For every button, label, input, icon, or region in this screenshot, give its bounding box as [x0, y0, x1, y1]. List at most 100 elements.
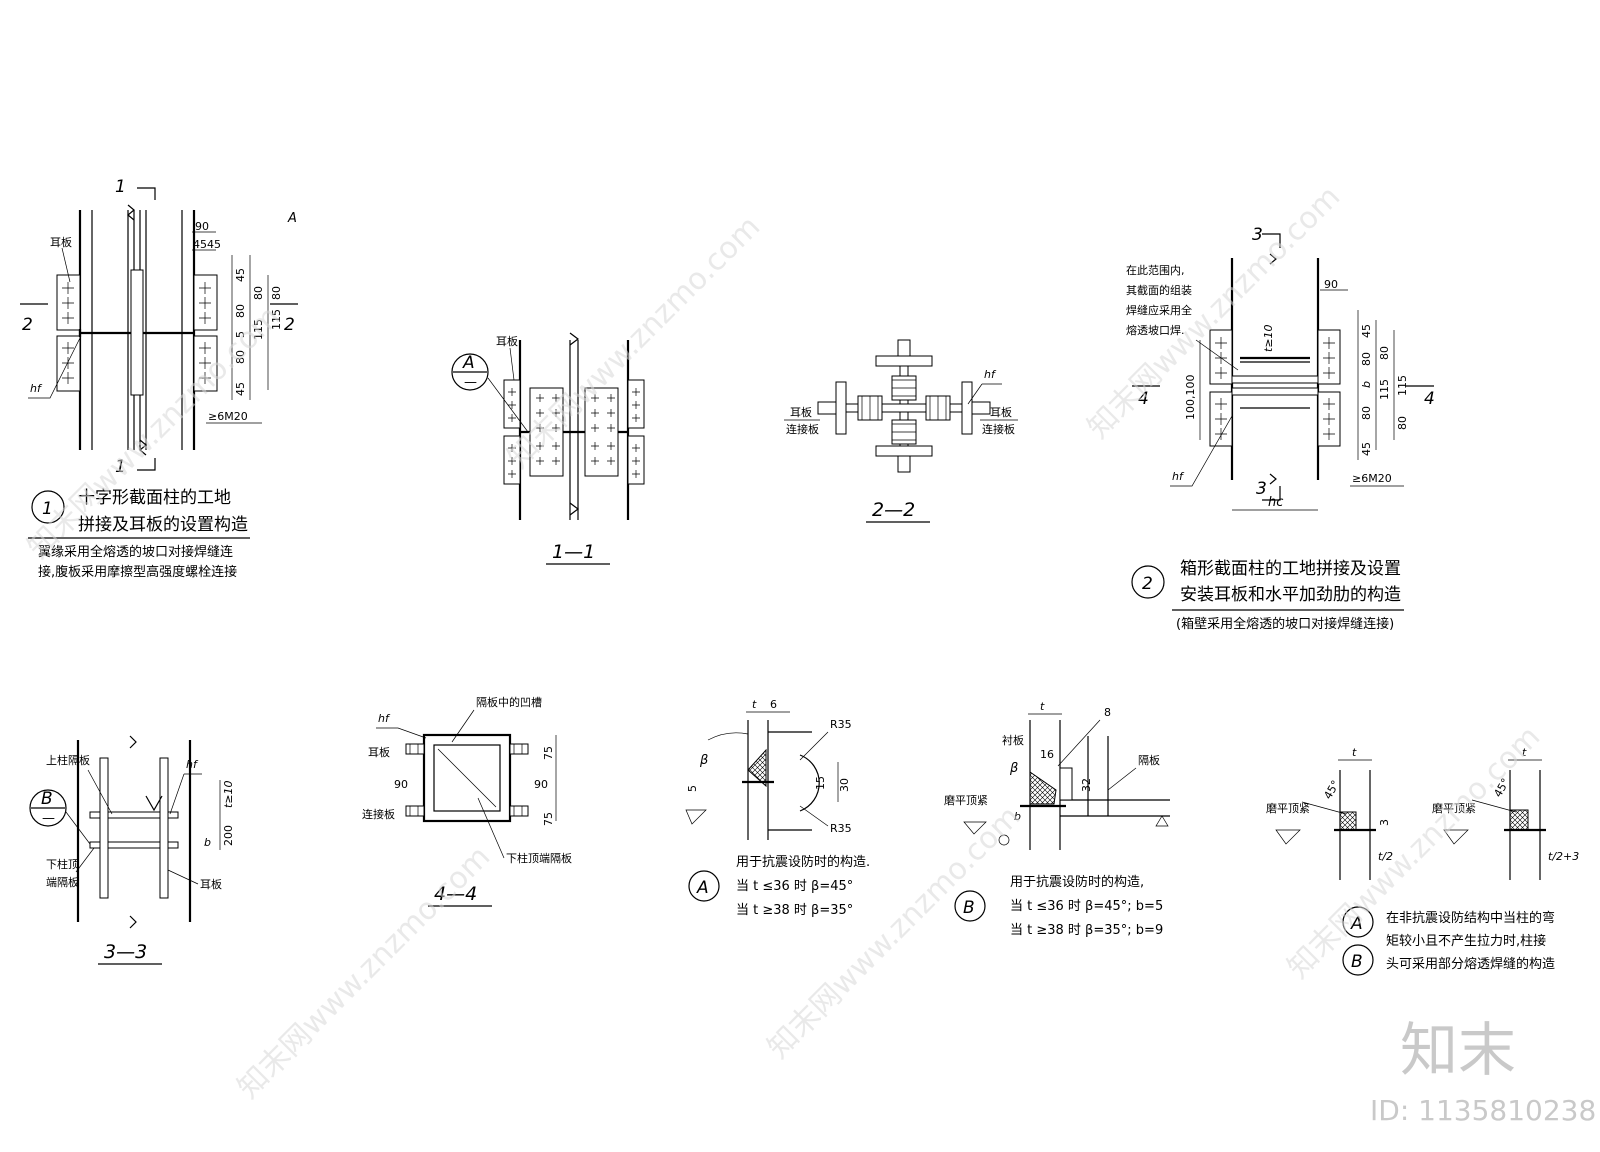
detail-a-dim-t: t: [752, 698, 757, 711]
watermark-text-4: 知末网www.znzmo.com: [231, 839, 497, 1105]
dim-r-45b: 45: [234, 382, 247, 396]
detail-a-line3: 当 t ≥38 时 β=35°: [736, 903, 853, 918]
detail-b-dim-16: 16: [1040, 748, 1054, 761]
detail-1-ear-plate-label: 耳板: [50, 235, 72, 249]
detail-a-r-bottom: R35: [830, 822, 852, 835]
detail-4-4-ear-plate: 耳板: [368, 745, 390, 759]
detail-4-4-section: hf 隔板中的凹槽 耳板 90 90 连接板 75 75 下柱顶端隔板 4—4: [362, 695, 572, 907]
detail-ab-depth-right: t/2+3: [1548, 850, 1579, 863]
watermark-id: ID: 1135810238: [1370, 1094, 1596, 1127]
detail-1-cut-label-top: 1: [115, 177, 126, 197]
detail-a-r-top: R35: [830, 718, 852, 731]
detail-ab-t-right: t: [1522, 746, 1527, 759]
detail-2-2-label: 2—2: [872, 499, 915, 521]
detail-b-circle: B: [963, 898, 975, 918]
detail-1-cut-marks: 1 1 2 2 A: [20, 177, 298, 477]
detail-2-cut-top: 3: [1252, 225, 1263, 245]
detail-ab-grind-left: 磨平顶紧: [1266, 802, 1310, 815]
dim-r3-115: 115: [270, 309, 283, 330]
detail-1-cut-label-right: 2: [284, 315, 295, 335]
detail-1-weld-hf: hf: [30, 382, 43, 395]
detail-2-dim-r-45b: 45: [1360, 442, 1373, 456]
detail-4-4-dim-90-right: 90: [534, 778, 548, 791]
detail-2-range-note: 在此范围内, 其截面的组装 焊缝应采用全 熔透坡口焊.: [1126, 263, 1239, 371]
detail-b-weld: t 8 衬板 16 隔板 磨平顶紧 β 32 b B 用于抗震设防时的构造, 当…: [944, 700, 1170, 938]
detail-ab-circle-b: B: [1351, 952, 1363, 972]
detail-a-dim-5: 5: [686, 785, 699, 792]
detail-ab-grind-right: 磨平顶紧: [1432, 802, 1476, 815]
detail-2-note-3: 焊缝应采用全: [1126, 303, 1192, 317]
detail-1-ear-plates: [56, 274, 218, 392]
detail-1-note-line2: 接,腹板采用摩擦型高强度螺栓连接: [38, 564, 237, 580]
detail-b-line2: 当 t ≤36 时 β=45°; b=5: [1010, 899, 1163, 914]
dim-r-5: 5: [234, 331, 247, 338]
detail-2-dim-r3-80: 80: [1396, 416, 1409, 430]
detail-2-cut-bottom: 3: [1256, 479, 1267, 499]
detail-b-beta: β: [1009, 761, 1018, 776]
detail-2-dim-90: 90: [1324, 278, 1338, 291]
detail-2-note-2: 其截面的组装: [1126, 283, 1192, 297]
dim-r2-80: 80: [252, 286, 265, 300]
detail-ab-note-1: 在非抗震设防结构中当柱的弯: [1386, 910, 1555, 926]
detail-2-dim-100: 100,100: [1184, 375, 1197, 421]
dim-r-80: 80: [234, 304, 247, 318]
detail-2-dim-r2-80: 80: [1378, 346, 1391, 360]
detail-a-dim-6: 6: [770, 698, 777, 711]
detail-ab-note-2: 矩较小且不产生拉力时,柱接: [1386, 933, 1546, 949]
detail-3-3-section: 上柱隔板 hf B — t≥10 200 b 下柱顶 端隔板 耳板 3—3: [29, 735, 235, 965]
detail-b-line3: 当 t ≥38 时 β=35°; b=9: [1010, 923, 1163, 938]
detail-1-note-line1: 翼缘采用全熔透的坡口对接焊缝连: [38, 544, 233, 560]
detail-2-dim-t: t≥10: [1262, 324, 1275, 352]
detail-ab-note-3: 头可采用部分熔透焊缝的构造: [1386, 956, 1555, 972]
detail-3-3-dim-t: t≥10: [222, 780, 235, 808]
detail-3-3-ear-plate: 耳板: [200, 877, 222, 891]
detail-2-title-line1: 箱形截面柱的工地拼接及设置: [1180, 559, 1401, 579]
detail-ab-t-left: t: [1352, 746, 1357, 759]
detail-2-2-right-ear: 耳板: [990, 405, 1012, 419]
detail-b-dim-t: t: [1040, 700, 1045, 713]
detail-1-title-line1: 十字形截面柱的工地: [78, 488, 231, 508]
detail-ab-depth-left: t/2: [1378, 850, 1393, 863]
detail-2-note-1: 在此范围内,: [1126, 263, 1185, 277]
detail-2-dim-r-45: 45: [1360, 324, 1373, 338]
detail-b-dim-b: b: [1014, 810, 1021, 823]
detail-b-dim-8: 8: [1104, 706, 1111, 719]
detail-4-4-dim-75b: 75: [542, 812, 555, 826]
detail-3-3-callout-bottom: —: [42, 811, 55, 826]
detail-b-line1: 用于抗震设防时的构造,: [1010, 874, 1144, 890]
detail-2-title-number: 2: [1142, 574, 1153, 594]
detail-3-3-dim-b: b: [204, 836, 211, 849]
detail-3-3-lower-1: 下柱顶: [46, 857, 79, 871]
detail-3-3-label: 3—3: [104, 941, 147, 963]
detail-3-3-upper-diaphragm: 上柱隔板: [46, 753, 90, 767]
detail-ab-circle-a: A: [1350, 914, 1363, 934]
detail-a-line1: 用于抗震设防时的构造.: [736, 854, 870, 870]
detail-ab-partial-weld: t 45° 3 t/2 磨平顶紧 t 45° t/2+3 磨平顶紧 A B 在非…: [1266, 746, 1579, 976]
detail-1-title-line2: 拼接及耳板的设置构造: [78, 515, 248, 535]
detail-a-beta: β: [699, 753, 708, 768]
detail-4-4-conn-plate: 连接板: [362, 807, 395, 821]
detail-4-4-label: 4—4: [434, 883, 477, 905]
detail-1-title: 1 十字形截面柱的工地 拼接及耳板的设置构造 翼缘采用全熔透的坡口对接焊缝连 接…: [28, 488, 250, 580]
dim-r2-115: 115: [252, 319, 265, 340]
detail-1-1-section: A — 耳板 1—1: [451, 332, 645, 565]
dim-90: 90: [195, 220, 209, 233]
detail-3-3-lower-2: 端隔板: [46, 875, 79, 889]
detail-3-3-weld-hf: hf: [186, 758, 199, 771]
detail-4-4-dim-90-left: 90: [394, 778, 408, 791]
detail-1-1-callout: [451, 353, 489, 391]
detail-3-3-callout-top: B: [41, 789, 53, 809]
detail-a-line2: 当 t ≤36 时 β=45°: [736, 879, 853, 894]
detail-1-column: [78, 204, 196, 456]
detail-4-4-groove: 隔板中的凹槽: [476, 695, 542, 709]
detail-2-note: (箱壁采用全熔透的坡口对接焊缝连接): [1176, 616, 1394, 632]
detail-2-title-line2: 安装耳板和水平加劲肋的构造: [1180, 585, 1401, 605]
detail-2-bolts: ≥6M20: [1352, 472, 1392, 485]
detail-2-note-4: 熔透坡口焊.: [1126, 323, 1185, 337]
detail-2-2-weld-hf: hf: [984, 368, 997, 381]
detail-2-2-right-conn: 连接板: [982, 422, 1015, 436]
detail-2-box-column-splice: 3 3 4 4 90 t≥10 100,100 45 80 b 80 45 80…: [1126, 225, 1435, 632]
detail-a-dim-15: 15: [814, 776, 827, 790]
detail-1-cut-label-left: 2: [22, 315, 33, 335]
